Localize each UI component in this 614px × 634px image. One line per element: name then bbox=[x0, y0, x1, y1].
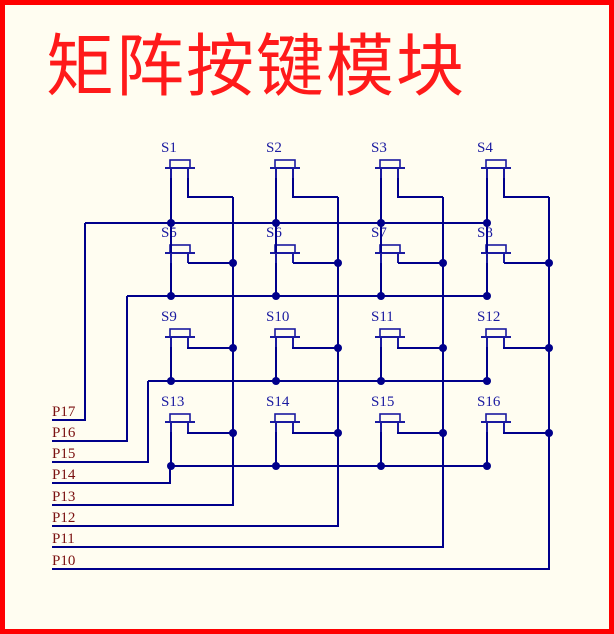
switch-label: S4 bbox=[477, 140, 493, 156]
column-wire bbox=[292, 178, 338, 198]
port-label: P17 bbox=[52, 404, 76, 420]
column-wire bbox=[397, 432, 443, 434]
column-wire bbox=[187, 178, 233, 198]
port-label: P12 bbox=[52, 510, 75, 526]
pushbutton-switch bbox=[485, 413, 507, 423]
pushbutton-switch bbox=[379, 244, 401, 254]
port-label: P10 bbox=[52, 553, 75, 569]
switch-label: S5 bbox=[161, 225, 177, 241]
column-wire bbox=[292, 432, 338, 434]
column-bus bbox=[52, 197, 339, 527]
switch-label: S14 bbox=[266, 394, 290, 410]
pushbutton-switch bbox=[379, 413, 401, 423]
column-wire bbox=[397, 178, 443, 198]
pushbutton-switch bbox=[169, 413, 191, 423]
pushbutton-switch bbox=[485, 159, 507, 169]
column-wire bbox=[187, 432, 233, 434]
column-bus bbox=[52, 197, 234, 506]
port-label: P16 bbox=[52, 425, 76, 441]
port-wire bbox=[52, 223, 86, 421]
port-label: P13 bbox=[52, 489, 75, 505]
pushbutton-switch bbox=[274, 244, 296, 254]
port-label: P15 bbox=[52, 446, 75, 462]
pushbutton-switch bbox=[274, 159, 296, 169]
switch-label: S6 bbox=[266, 225, 282, 241]
column-wire bbox=[503, 347, 549, 349]
column-wire bbox=[292, 347, 338, 349]
switch-label: S16 bbox=[477, 394, 501, 410]
pushbutton-switch bbox=[169, 244, 191, 254]
pushbutton-switch bbox=[169, 159, 191, 169]
pushbutton-switch bbox=[274, 413, 296, 423]
port-wire bbox=[52, 296, 128, 442]
switch-label: S3 bbox=[371, 140, 387, 156]
column-bus bbox=[52, 197, 550, 570]
switch-label: S12 bbox=[477, 309, 500, 325]
pushbutton-switch bbox=[485, 244, 507, 254]
switch-label: S2 bbox=[266, 140, 282, 156]
switch-label: S8 bbox=[477, 225, 493, 241]
pushbutton-switch bbox=[274, 328, 296, 338]
column-wire bbox=[397, 347, 443, 349]
column-bus bbox=[52, 197, 444, 548]
pushbutton-switch bbox=[379, 328, 401, 338]
pushbutton-switch bbox=[169, 328, 191, 338]
switch-label: S7 bbox=[371, 225, 387, 241]
column-wire bbox=[503, 432, 549, 434]
page-title: 矩阵按键模块 bbox=[46, 28, 467, 107]
switch-label: S9 bbox=[161, 309, 177, 325]
switch-label: S11 bbox=[371, 309, 394, 325]
port-label: P14 bbox=[52, 467, 76, 483]
port-wire bbox=[52, 466, 171, 484]
column-wire bbox=[503, 178, 549, 198]
column-wire bbox=[187, 347, 233, 349]
pushbutton-switch bbox=[379, 159, 401, 169]
switch-label: S1 bbox=[161, 140, 177, 156]
pushbutton-switch bbox=[485, 328, 507, 338]
port-label: P11 bbox=[52, 531, 75, 547]
switch-label: S15 bbox=[371, 394, 394, 410]
port-wire bbox=[52, 381, 149, 463]
switch-label: S13 bbox=[161, 394, 184, 410]
switch-label: S10 bbox=[266, 309, 289, 325]
